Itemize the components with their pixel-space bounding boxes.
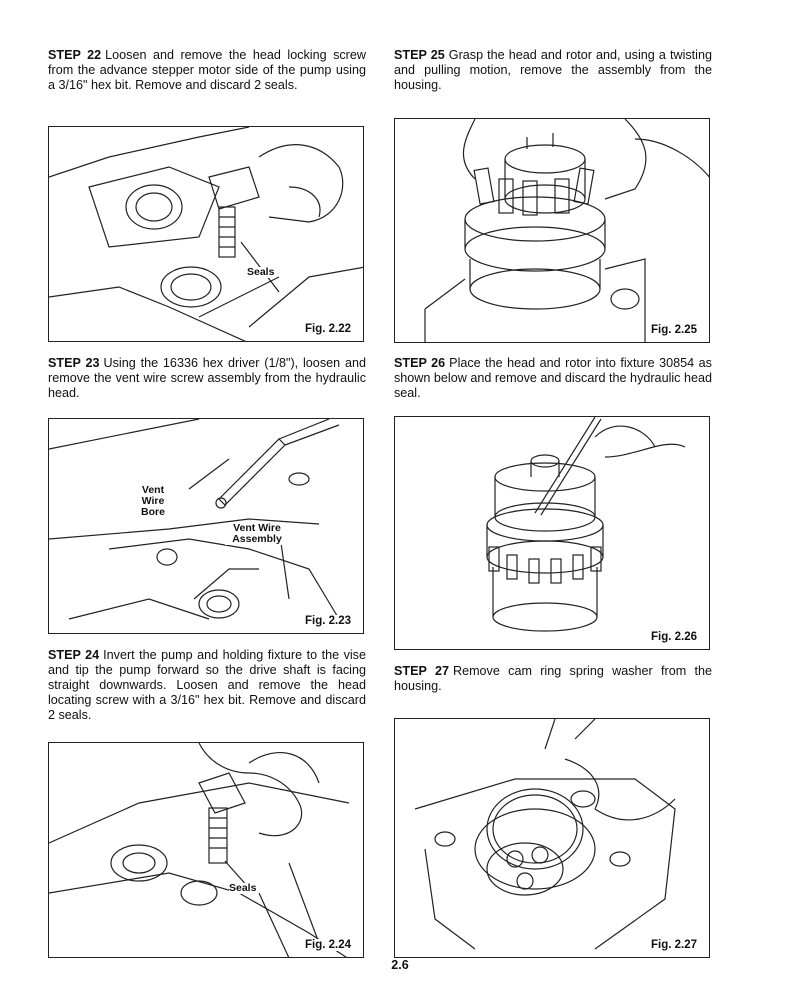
step-25-number: STEP 25: [394, 48, 445, 62]
figure-caption: Fig. 2.26: [648, 631, 699, 643]
figure-2-25-illustration: [424, 119, 709, 342]
figure-caption: Fig. 2.23: [302, 615, 353, 627]
step-23-text: Using the 16336 hex driver (1/8"), loose…: [48, 356, 366, 400]
figure-2-22: Seals Fig. 2.22: [48, 126, 364, 342]
step-24-number: STEP 24: [48, 648, 100, 662]
step-23-number: STEP 23: [48, 356, 100, 370]
figure-caption: Fig. 2.22: [302, 323, 353, 335]
vent-wire-bore-label: Vent Wire Bore: [133, 485, 173, 518]
figure-2-23-illustration: [49, 419, 340, 620]
vent-wire-assembly-label: Vent Wire Assembly: [225, 523, 289, 545]
figure-2-27-illustration: [414, 719, 676, 950]
step-24-text: Invert the pump and holding fixture to t…: [48, 648, 366, 722]
step-27-number: STEP 27: [394, 664, 449, 678]
figure-2-25: Fig. 2.25: [394, 118, 710, 343]
figure-2-24-illustration: [49, 743, 350, 957]
step-25-text: Grasp the head and rotor and, using a tw…: [394, 48, 712, 92]
figure-2-27: Fig. 2.27: [394, 718, 710, 958]
step-26-number: STEP 26: [394, 356, 446, 370]
figure-2-26: Fig. 2.26: [394, 416, 710, 650]
step-26-text: Place the head and rotor into fixture 30…: [394, 356, 712, 400]
figure-2-26-illustration: [486, 417, 686, 632]
page-number: 2.6: [391, 958, 409, 972]
step-22-text: Loosen and remove the head locking screw…: [48, 48, 366, 92]
figure-caption: Fig. 2.24: [302, 939, 353, 951]
figure-2-22-illustration: [49, 127, 363, 341]
figure-2-23: Vent Wire Bore Vent Wire Assembly Fig. 2…: [48, 418, 364, 634]
seals-label: Seals: [229, 882, 257, 894]
figure-caption: Fig. 2.27: [648, 939, 699, 951]
seals-label: Seals: [247, 266, 275, 278]
step-27-text: Remove cam ring spring washer from the h…: [394, 664, 712, 693]
figure-caption: Fig. 2.25: [648, 324, 699, 336]
figure-2-24: Seals Fig. 2.24: [48, 742, 364, 958]
step-22-number: STEP 22: [48, 48, 102, 62]
